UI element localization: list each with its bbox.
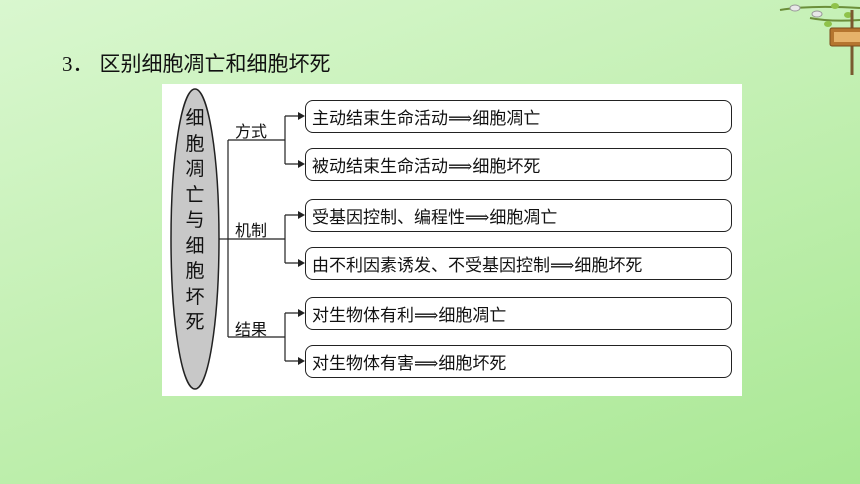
root-char: 细 — [185, 107, 205, 129]
item-box: 由不利因素诱发、不受基因控制⟹细胞坏死 — [305, 247, 732, 280]
item-box: 对生物体有利⟹细胞凋亡 — [305, 297, 732, 330]
item-box: 受基因控制、编程性⟹细胞凋亡 — [305, 199, 732, 232]
diagram-connectors — [170, 88, 305, 390]
diagram-panel: 细 胞 凋 亡 与 细 胞 坏 死 方式 机制 结果 主动结束生命活动⟹细胞凋亡… — [162, 84, 742, 396]
item-box: 对生物体有害⟹细胞坏死 — [305, 345, 732, 378]
root-char: 坏 — [185, 285, 205, 308]
root-char: 细 — [185, 234, 205, 257]
root-char: 亡 — [185, 183, 205, 206]
root-char: 胞 — [185, 260, 205, 282]
root-char: 死 — [185, 311, 205, 333]
title-text: 区别细胞凋亡和细胞坏死 — [99, 52, 331, 76]
item-box: 主动结束生命活动⟹细胞凋亡 — [305, 100, 732, 133]
item-box: 被动结束生命活动⟹细胞坏死 — [305, 148, 732, 181]
category-label-result: 结果 — [235, 320, 268, 339]
root-char: 凋 — [185, 158, 205, 180]
category-label-method: 方式 — [235, 122, 268, 141]
slide-title: 3．区别细胞凋亡和细胞坏死 — [62, 48, 331, 78]
root-label: 细 胞 凋 亡 与 细 胞 坏 死 — [171, 106, 219, 336]
title-number: 3． — [62, 52, 94, 76]
root-char: 胞 — [185, 132, 205, 155]
root-char: 与 — [185, 209, 205, 231]
tree-branch-birds-icon — [779, 3, 860, 75]
category-label-mechanism: 机制 — [235, 221, 268, 240]
